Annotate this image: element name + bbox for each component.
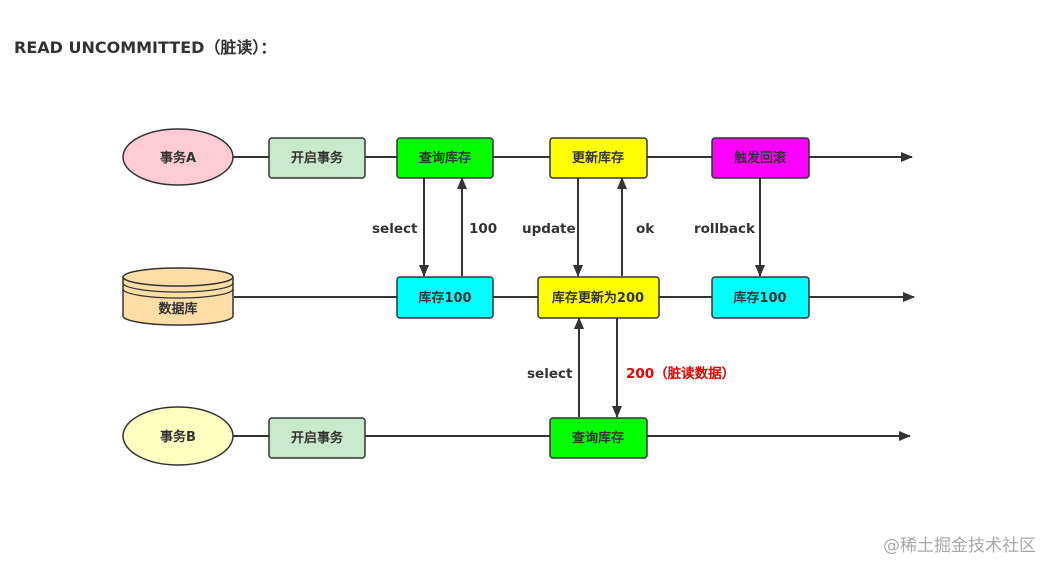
node-db-stock-1: 库存100 xyxy=(396,276,494,319)
node-db-update: 库存更新为200 xyxy=(537,276,660,319)
lane-a-label: 事务A xyxy=(160,150,196,166)
node-db-stock-2-label: 库存100 xyxy=(733,290,786,306)
node-b-begin: 开启事务 xyxy=(268,417,366,459)
lane-a-node: 事务A xyxy=(122,128,234,186)
page-title: READ UNCOMMITTED（脏读）： xyxy=(14,38,277,57)
node-b-begin-label: 开启事务 xyxy=(291,430,344,446)
database-label: 数据库 xyxy=(158,301,197,317)
lane-b-node: 事务B xyxy=(122,406,234,466)
watermark: @稀土掘金技术社区 xyxy=(883,536,1036,556)
node-a-update-label: 更新库存 xyxy=(572,150,624,166)
node-a-rollback-label: 触发回滚 xyxy=(733,150,787,166)
node-b-query: 查询库存 xyxy=(549,417,648,459)
edge-label-update: update xyxy=(522,221,576,237)
node-a-begin: 开启事务 xyxy=(268,137,366,179)
node-a-update: 更新库存 xyxy=(549,137,648,179)
node-a-query: 查询库存 xyxy=(396,137,494,179)
edge-label-select-1: select xyxy=(372,221,418,237)
lane-b-label: 事务B xyxy=(160,429,196,445)
node-a-query-label: 查询库存 xyxy=(418,150,471,166)
edge-label-100: 100 xyxy=(469,221,497,237)
node-a-begin-label: 开启事务 xyxy=(291,150,344,166)
node-b-query-label: 查询库存 xyxy=(571,430,624,446)
edge-label-rollback: rollback xyxy=(694,221,756,237)
node-db-update-label: 库存更新为200 xyxy=(552,290,644,306)
database-icon: 数据库 xyxy=(122,267,234,326)
node-db-stock-2: 库存100 xyxy=(711,276,810,319)
node-db-stock-1-label: 库存100 xyxy=(418,290,471,306)
edge-label-ok: ok xyxy=(636,221,655,237)
node-a-rollback: 触发回滚 xyxy=(711,137,810,179)
edge-label-select-2: select xyxy=(527,366,573,382)
edge-label-dirty-read: 200（脏读数据） xyxy=(626,365,735,382)
